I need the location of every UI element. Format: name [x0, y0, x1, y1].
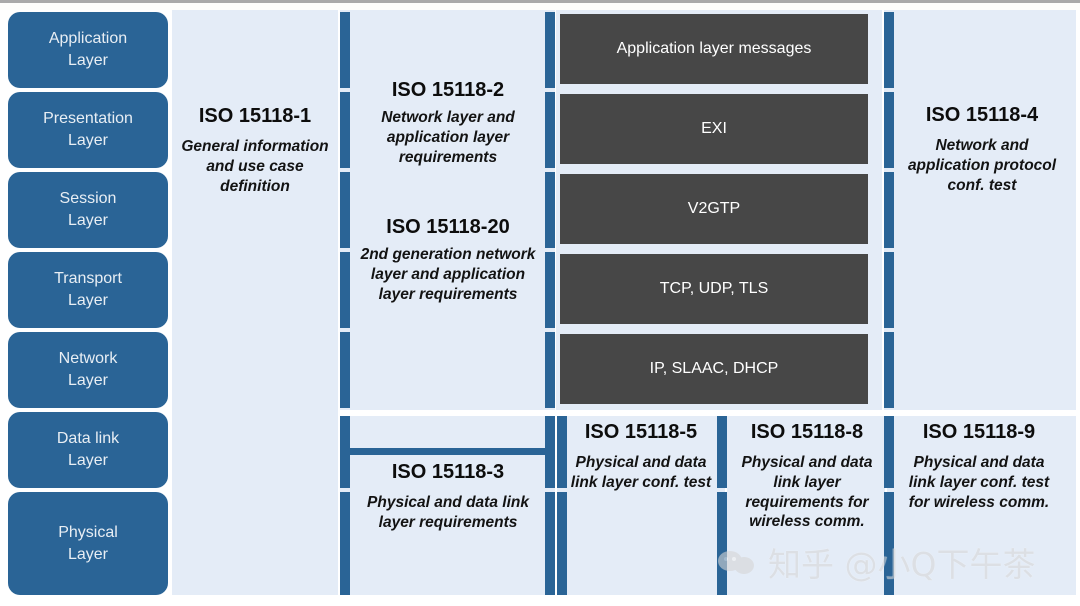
protocol-box-label: Application layer messages [616, 40, 812, 57]
rail-segment-right [884, 416, 894, 488]
rail-segment-right [884, 492, 894, 595]
protocol-box-label: V2GTP [687, 200, 741, 217]
rail-segment-mid [545, 492, 555, 595]
standard-part20-title: ISO 15118-20 [386, 216, 510, 238]
standard-part4-title: ISO 15118-4 [925, 104, 1039, 126]
standard-part20[interactable]: ISO 15118-20 2nd generation network laye… [352, 215, 544, 304]
protocol-box-label: IP, SLAAC, DHCP [649, 360, 779, 377]
standard-part2-title: ISO 15118-2 [391, 79, 505, 101]
standard-part9-title: ISO 15118-9 [922, 421, 1036, 443]
protocol-box-tcp-udp-tls[interactable]: TCP, UDP, TLS [560, 254, 868, 324]
rail-segment-mid [545, 172, 555, 248]
panel-part2-20 [340, 10, 555, 410]
rail-segment-right [884, 172, 894, 248]
rail-segment-mid [545, 332, 555, 408]
top-rule-divider [0, 0, 1080, 3]
standard-part8-description: Physical and data link layer requirement… [741, 454, 873, 531]
rail-segment-left [340, 332, 350, 408]
panel-part4 [884, 10, 1076, 410]
rail-segment-right [884, 252, 894, 328]
standard-part20-description: 2nd generation network layer and applica… [360, 246, 536, 303]
rail-segment-right [884, 332, 894, 408]
standard-part5-description: Physical and data link layer conf. test [570, 454, 712, 491]
rail-segment-mid [545, 12, 555, 88]
rail-segment-right [884, 92, 894, 168]
rail-segment-part8-left [717, 492, 727, 595]
rail-segment-right [884, 12, 894, 88]
standard-part5[interactable]: ISO 15118-5 Physical and data link layer… [565, 420, 717, 493]
panel-part5 [557, 416, 725, 595]
rail-segment-mid [545, 416, 555, 488]
standard-part5-title: ISO 15118-5 [584, 421, 698, 443]
bottom-white-strip [0, 595, 1080, 606]
rail-bracket-part3 [340, 448, 555, 455]
standard-part1-description: General information and use case definit… [181, 138, 329, 195]
standard-part9-description: Physical and data link layer conf. test … [908, 454, 1050, 511]
standard-part3[interactable]: ISO 15118-3 Physical and data link layer… [352, 460, 544, 533]
standard-part3-description: Physical and data link layer requirement… [367, 494, 529, 531]
rail-segment-mid [545, 252, 555, 328]
rail-segment-left [340, 492, 350, 595]
rail-segment-left [340, 252, 350, 328]
rail-segment-left [340, 12, 350, 88]
panel-part1 [172, 10, 338, 595]
standard-part4[interactable]: ISO 15118-4 Network and application prot… [896, 103, 1068, 195]
standard-part4-description: Network and application protocol conf. t… [907, 137, 1057, 194]
panel-part9 [887, 416, 1076, 595]
standard-part3-title: ISO 15118-3 [391, 461, 505, 483]
standard-part1[interactable]: ISO 15118-1 General information and use … [176, 104, 334, 196]
panel-part3 [340, 416, 555, 595]
rail-segment-part5-left [557, 492, 567, 595]
rail-segment-part8-left [717, 416, 727, 488]
rail-segment-part5-left [557, 416, 567, 488]
protocol-box-label: TCP, UDP, TLS [659, 280, 769, 297]
standard-part8-title: ISO 15118-8 [750, 421, 864, 443]
top-white-strip [0, 3, 1080, 10]
protocol-box-exi[interactable]: EXI [560, 94, 868, 164]
rail-segment-left [340, 172, 350, 248]
rail-segment-left [340, 92, 350, 168]
standard-part9[interactable]: ISO 15118-9 Physical and data link layer… [900, 420, 1058, 512]
protocol-box-ip-slaac-dhcp[interactable]: IP, SLAAC, DHCP [560, 334, 868, 404]
protocol-box-label: EXI [701, 120, 727, 137]
standard-part1-title: ISO 15118-1 [198, 105, 312, 127]
protocol-box-application-messages[interactable]: Application layer messages [560, 14, 868, 84]
standard-part8[interactable]: ISO 15118-8 Physical and data link layer… [733, 420, 881, 532]
rail-segment-mid [545, 92, 555, 168]
standard-part2-description: Network layer and application layer requ… [381, 109, 515, 166]
standard-part2[interactable]: ISO 15118-2 Network layer and applicatio… [352, 78, 544, 167]
protocol-box-v2gtp[interactable]: V2GTP [560, 174, 868, 244]
